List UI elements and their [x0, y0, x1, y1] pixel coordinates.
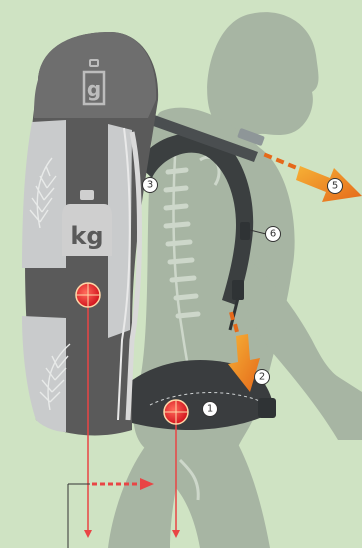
callout-1: 1 — [203, 402, 218, 417]
sternum-buckle — [240, 222, 250, 240]
center-of-gravity-icon — [76, 283, 100, 307]
callout-5-label: 5 — [332, 181, 338, 192]
callout-2-label: 2 — [259, 372, 265, 383]
callout-3-label: 3 — [147, 180, 153, 191]
center-of-gravity-icon-hip — [164, 400, 188, 424]
hip-belt-buckle — [258, 398, 276, 418]
small-weight-label: g — [87, 77, 101, 101]
callout-6-label: 6 — [270, 229, 276, 240]
callout-1-label: 1 — [207, 404, 213, 415]
strap-buckle — [232, 280, 244, 300]
callout-5: 5 — [328, 179, 343, 194]
large-weight-label: kg — [70, 222, 103, 250]
callout-2: 2 — [255, 370, 270, 385]
callout-3: 3 — [143, 178, 158, 193]
